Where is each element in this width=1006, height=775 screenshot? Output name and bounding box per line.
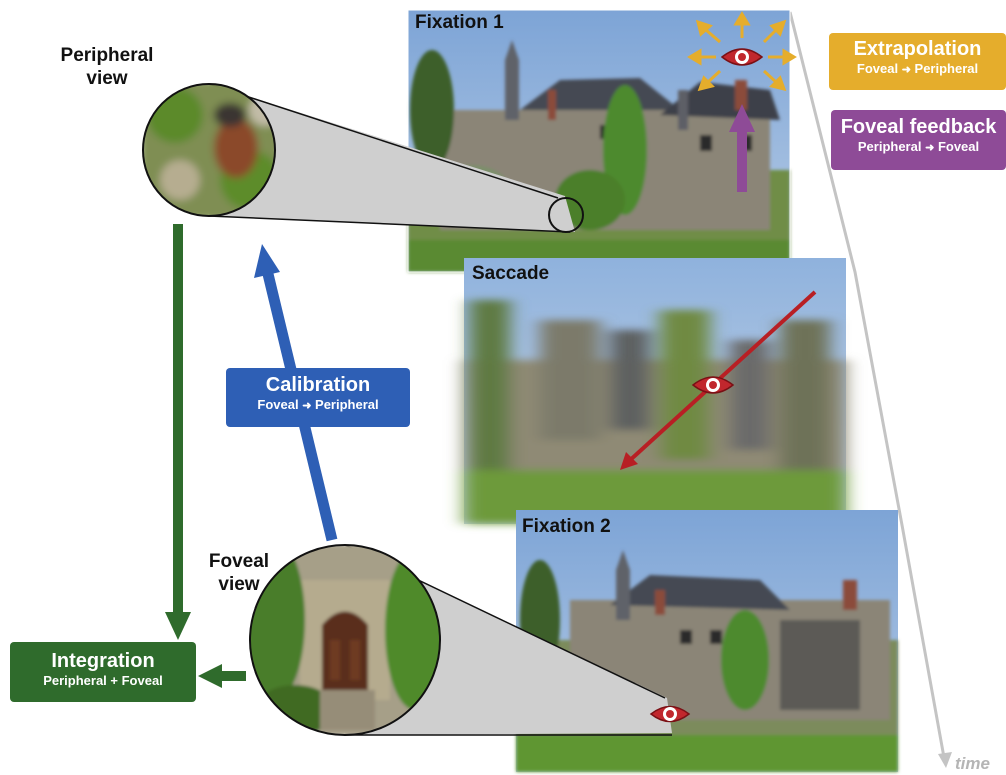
time-label: time — [955, 754, 990, 773]
feedback-from: Peripheral — [857, 139, 922, 154]
fixation1-panel — [407, 9, 791, 273]
peripheral-magnifier — [142, 83, 584, 233]
integration-subtitle: Peripheral + Foveal — [43, 673, 163, 688]
right-arrow-icon: ➜ — [901, 64, 911, 76]
calibration-subtitle: Foveal ➜ Peripheral — [226, 397, 410, 412]
foveal-feedback-box: Foveal feedback Peripheral ➜ Foveal — [831, 110, 1006, 170]
right-arrow-icon: ➜ — [302, 400, 312, 412]
extrapolation-subtitle: Foveal ➜ Peripheral — [829, 61, 1006, 76]
foveal-magnifier — [249, 544, 672, 736]
foveal-feedback-subtitle: Peripheral ➜ Foveal — [831, 139, 1006, 154]
eye-icon — [720, 48, 764, 66]
calibration-to: Peripheral — [315, 397, 379, 412]
extrapolation-from: Foveal — [856, 61, 899, 76]
integration-green-arrow-down — [165, 224, 191, 640]
time-axis — [788, 11, 952, 768]
calibration-from: Foveal — [257, 397, 299, 412]
eye-icon — [691, 376, 735, 394]
right-arrow-icon: ➜ — [925, 142, 935, 154]
integration-title: Integration — [51, 650, 155, 672]
fixation1-title: Fixation 1 — [415, 12, 504, 33]
saccade-red-arrow — [620, 290, 817, 470]
foveal-feedback-purple-arrow — [729, 104, 755, 192]
integration-green-arrow-left — [198, 664, 246, 688]
integration-box: Integration Peripheral + Foveal — [10, 642, 196, 702]
fixation2-title: Fixation 2 — [522, 516, 611, 537]
eye-icon — [649, 705, 691, 723]
extrapolation-to: Peripheral — [914, 61, 979, 76]
calibration-box: Calibration Foveal ➜ Peripheral — [226, 368, 410, 427]
foveal-feedback-title: Foveal feedback — [840, 116, 997, 138]
extrapolation-yellow-arrows — [687, 11, 797, 92]
calibration-title: Calibration — [265, 374, 371, 396]
saccade-title: Saccade — [472, 263, 550, 284]
saccade-panel — [464, 258, 846, 524]
extrapolation-box: Extrapolation Foveal ➜ Peripheral — [829, 33, 1006, 90]
feedback-to: Foveal — [937, 139, 980, 154]
extrapolation-title: Extrapolation — [853, 38, 982, 60]
